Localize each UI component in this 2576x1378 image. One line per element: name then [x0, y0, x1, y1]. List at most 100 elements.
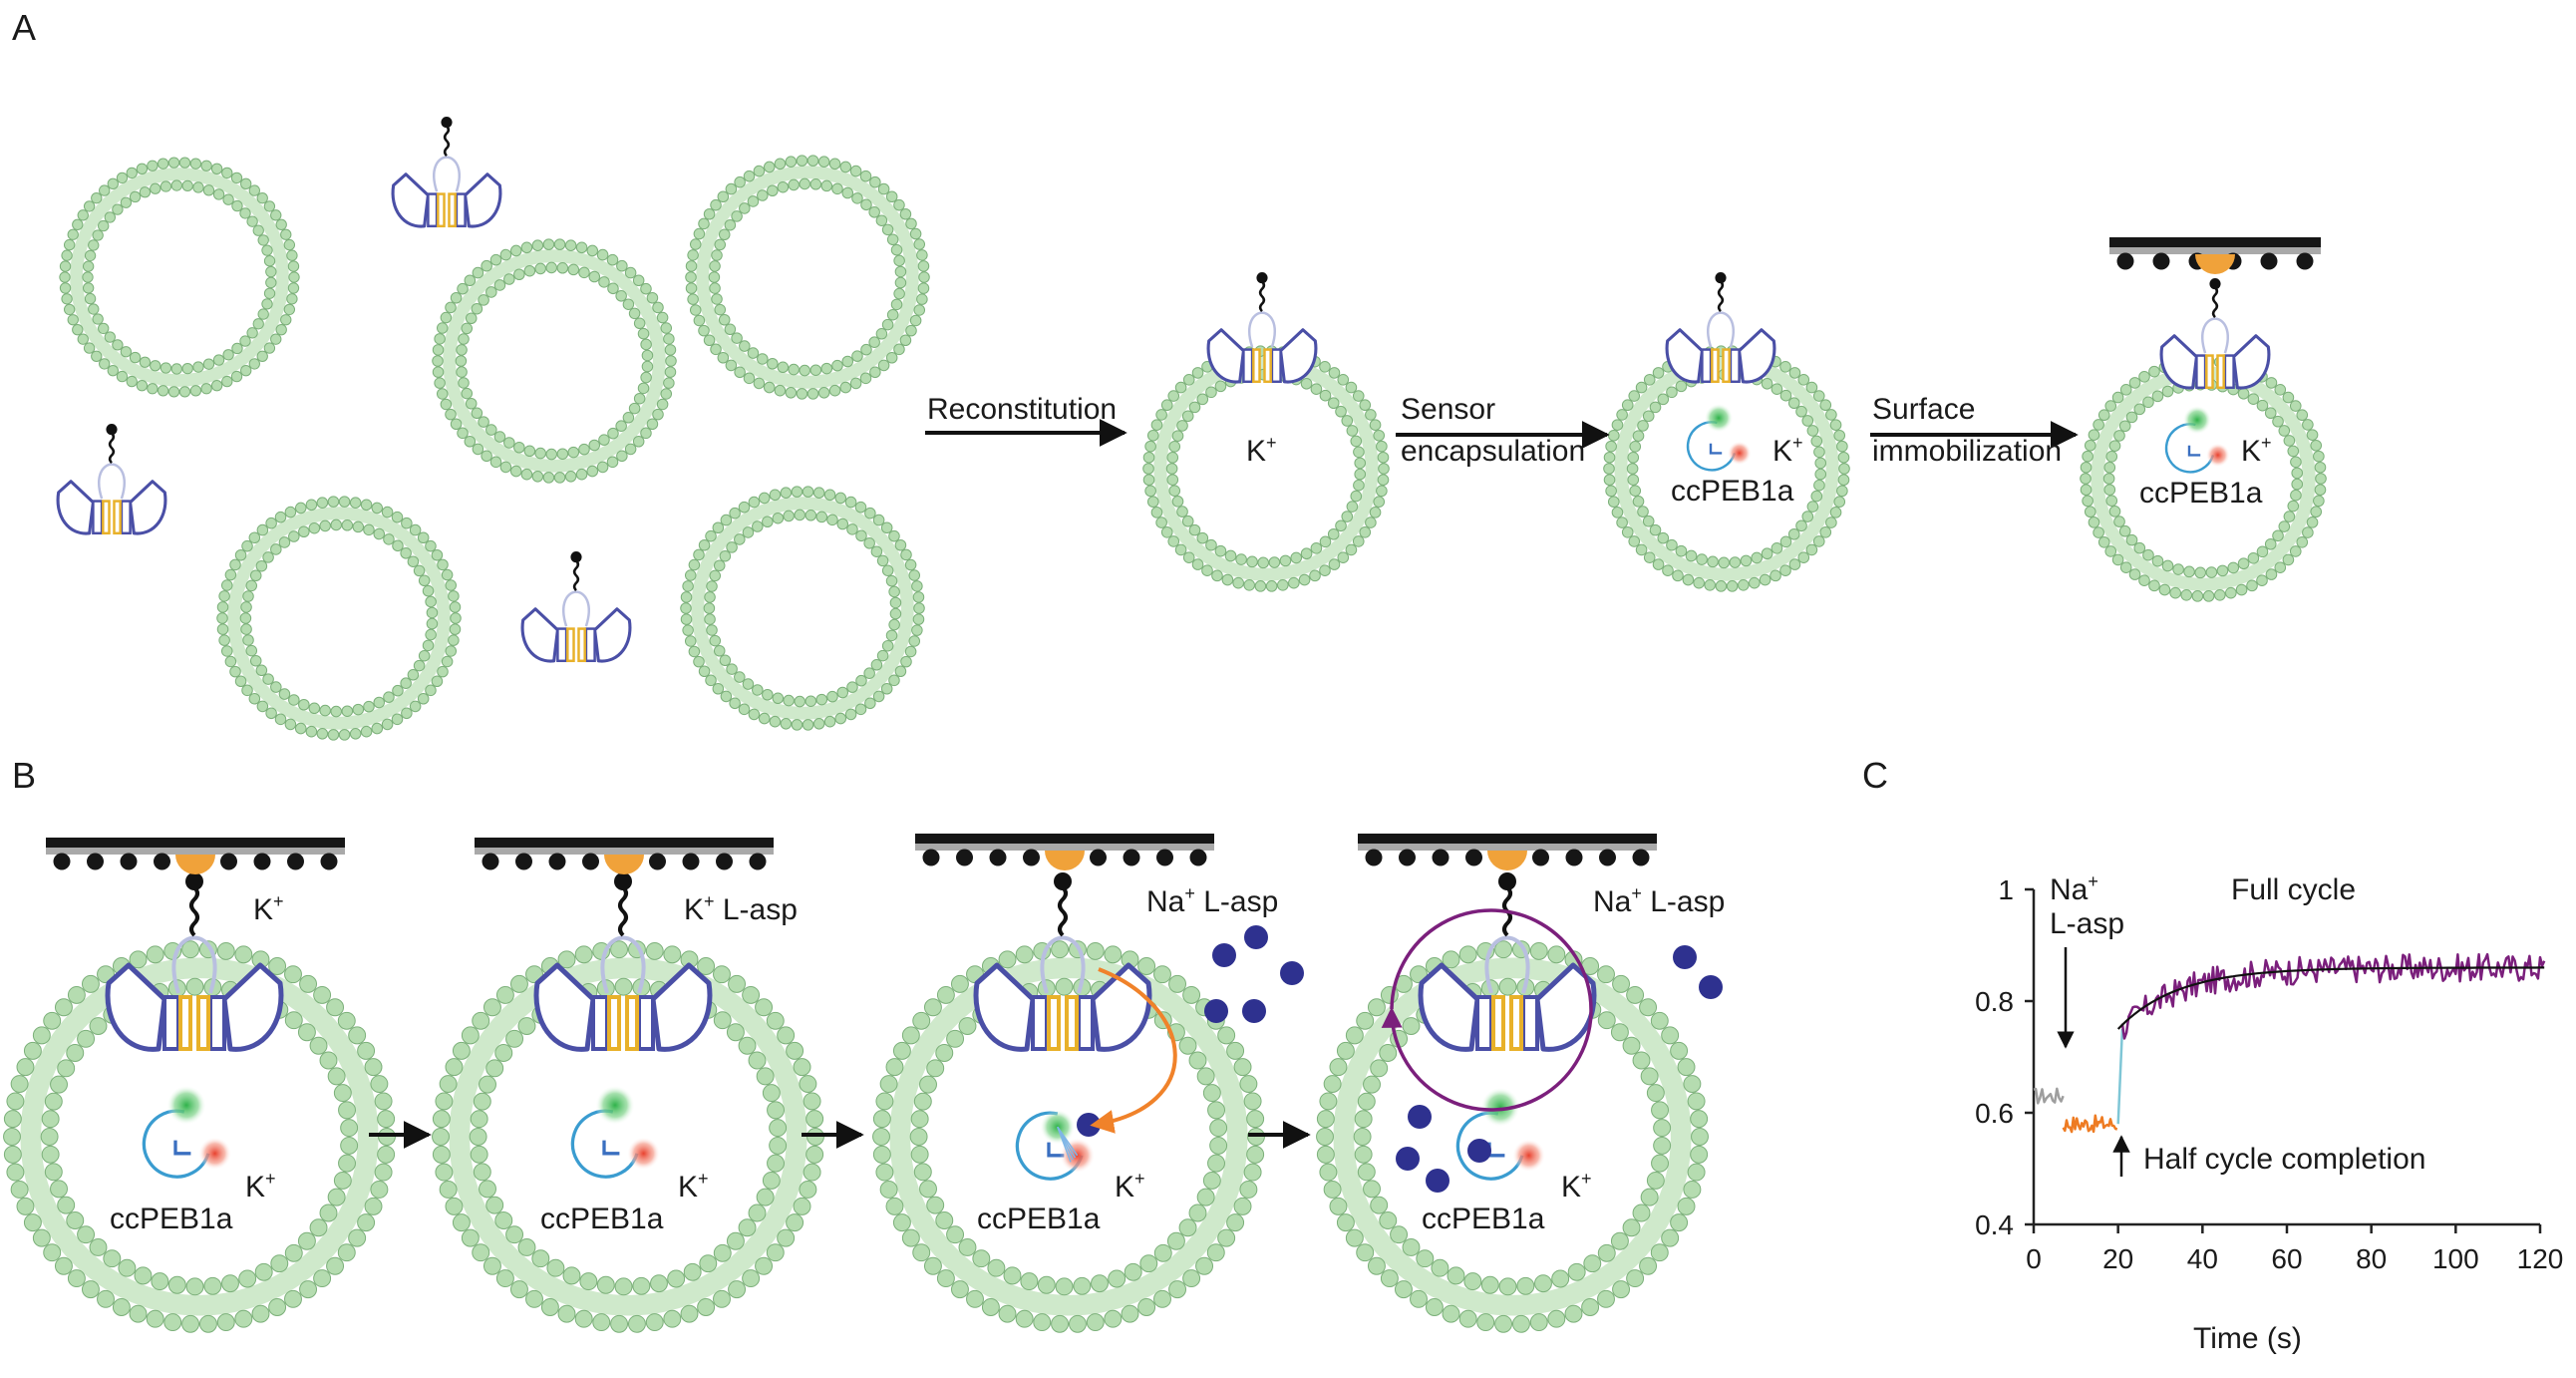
lipid-head [192, 181, 204, 193]
lipid-head [747, 347, 760, 359]
surface-bead [1599, 849, 1616, 866]
lipid-head [1073, 1276, 1092, 1295]
lipid-head [107, 365, 119, 377]
sensor-stage2 [570, 1085, 661, 1179]
lipid-head [499, 461, 512, 474]
sensor-protein-arc [1015, 1111, 1084, 1181]
lipid-head [1196, 1067, 1215, 1086]
lipid-head [1055, 1277, 1074, 1296]
lipid-head [91, 191, 103, 204]
lipid-head [1675, 380, 1688, 393]
lipid-head [748, 708, 761, 721]
lipid-head [3, 1145, 22, 1164]
lipid-head [1458, 1309, 1477, 1328]
liposome-layer [3, 155, 2327, 1333]
lipid-head [2306, 429, 2319, 441]
lipid-head [2256, 574, 2268, 587]
trace-na-lasp [2062, 1114, 2118, 1134]
lipid-head [1086, 1313, 1105, 1332]
lipid-head [627, 1314, 646, 1333]
lipid-head [478, 416, 489, 428]
lipid-head [439, 1075, 458, 1093]
lipid-head [381, 718, 394, 731]
lipid-head [913, 1092, 932, 1111]
lipid-head [828, 384, 841, 397]
lipid-head [1402, 1017, 1421, 1035]
lipid-head [780, 487, 793, 499]
lipid-head [363, 523, 375, 536]
lipid-head [1217, 1228, 1236, 1247]
lipid-head [374, 1163, 393, 1182]
lipid-head [432, 355, 444, 367]
lipid-head [1806, 425, 1819, 437]
lipid-head [817, 156, 830, 168]
lipid-head [2315, 473, 2327, 485]
lipid-head [1015, 945, 1034, 964]
lipid-head [888, 585, 900, 598]
transporter-stage3 [973, 872, 1152, 1052]
lipid-head [864, 507, 876, 519]
transporter-reconstituted [1206, 272, 1318, 384]
lipid-head [77, 1225, 96, 1244]
lipid-head [614, 977, 633, 996]
lipid-head [181, 362, 193, 375]
lipid-head [1640, 1188, 1659, 1206]
surface-slab [915, 834, 1214, 844]
lipid-head [885, 351, 898, 364]
lipid-head [910, 1145, 929, 1164]
lipid-head [728, 1280, 747, 1299]
lipid-head [774, 158, 787, 171]
lipid-head [739, 202, 751, 214]
lipid-head [918, 271, 930, 283]
lipid-head [240, 365, 252, 377]
lipid-head [546, 1258, 565, 1277]
surface-coating [475, 848, 774, 855]
lipid-head [1642, 515, 1655, 527]
lipid-head [1290, 551, 1303, 564]
lipid-head [3, 1110, 22, 1129]
lipid-head [680, 613, 693, 625]
lipid-head [709, 260, 721, 272]
lipid-head [471, 407, 483, 420]
lipid-head [77, 209, 89, 221]
lipid-head [2111, 553, 2124, 566]
lipid-head [791, 719, 804, 731]
anchor-streptavidin [1045, 851, 1085, 870]
lipid-head [99, 358, 111, 370]
transporter-segment [1242, 348, 1254, 384]
surface-bead [53, 853, 71, 870]
surface-slab [46, 838, 345, 848]
lipid-head [2256, 545, 2269, 558]
sodium-ion [1396, 1147, 1420, 1171]
lipid-head [1611, 419, 1624, 431]
transporter-layer [56, 117, 2271, 1052]
lipid-head [72, 218, 84, 230]
lipid-head [772, 692, 785, 705]
lipid-head [699, 1254, 718, 1273]
lipid-head [2084, 506, 2096, 518]
lipid-head [1068, 1314, 1087, 1333]
lipid-head [333, 1084, 352, 1103]
anchor-streptavidin [175, 855, 215, 874]
lipid-head [1649, 523, 1662, 536]
transporter-gate [625, 995, 639, 1051]
lipid-head [1276, 578, 1289, 591]
lipid-head [222, 193, 234, 205]
lipid-head [1207, 1154, 1225, 1173]
lipid-head [889, 596, 902, 609]
lipid-head [425, 595, 437, 608]
lipid-head [248, 358, 260, 370]
lipid-head [1153, 1243, 1172, 1262]
lipid-head [1150, 507, 1163, 518]
surface-slab [475, 838, 774, 848]
surface-bead [1365, 849, 1383, 866]
lipid-head [407, 555, 420, 567]
lipid-head [846, 523, 858, 535]
lipid-head [936, 1269, 955, 1288]
lipid-head [950, 1280, 969, 1299]
lipid-tails [70, 168, 289, 387]
lipid-head [299, 974, 318, 993]
lipid-head [400, 547, 412, 559]
lipid-head [352, 703, 365, 716]
lipid-head [256, 523, 269, 536]
